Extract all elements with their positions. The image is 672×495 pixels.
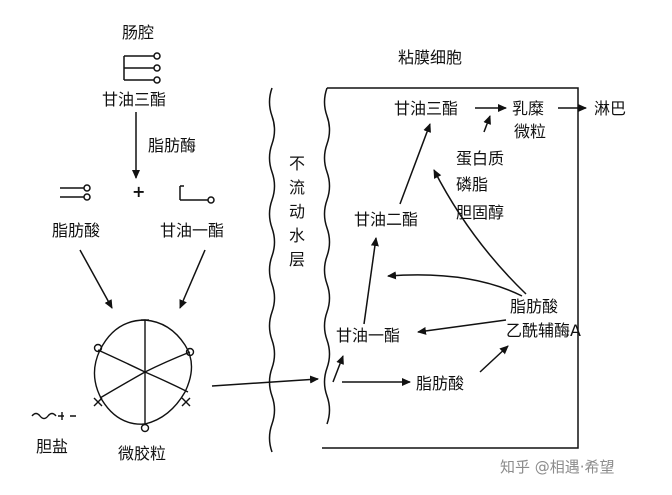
- label-triglyceride-cell: 甘油三酯: [394, 99, 459, 118]
- label-lipase: 脂肪酶: [148, 136, 197, 155]
- label-phospholipid: 磷脂: [456, 175, 489, 194]
- label-monoglyceride-cell: 甘油一酯: [336, 326, 401, 345]
- arrow-micelle-to-cell: [211, 375, 319, 387]
- label-diglyceride: 甘油二酯: [354, 210, 419, 229]
- label-intestinal-lumen: 肠腔: [122, 23, 155, 42]
- label-protein: 蛋白质: [456, 149, 505, 168]
- bile-salt-icon: [31, 412, 76, 420]
- label-cholesterol: 胆固醇: [456, 203, 505, 222]
- label-fatty-acid-entry: 脂肪酸: [416, 374, 465, 393]
- watermark: 知乎 @相遇·希望: [500, 458, 615, 476]
- label-monoglyceride-lumen: 甘油一酯: [160, 221, 225, 240]
- arrow-acylcoa-to-triglyceride: [433, 169, 527, 295]
- arrow-monoglyceride-to-micelle: [179, 249, 206, 309]
- arrow-fatty-acid-to-acylcoa: [479, 345, 509, 373]
- label-chylomicron-line2: 微粒: [514, 122, 547, 141]
- label-plus: +: [132, 182, 146, 201]
- label-triglyceride-lumen: 甘油三酯: [102, 90, 167, 109]
- monoglyceride-structure-icon: [179, 185, 215, 204]
- arrow-monoglyceride-to-diglyceride: [363, 237, 379, 325]
- label-chylomicron-line1: 乳糜: [512, 99, 545, 118]
- label-unstirred-water-layer: 不 流 动 水 层: [288, 154, 305, 269]
- fatty-acid-structure-icon: [60, 184, 91, 201]
- arrow-acylcoa-to-diglyceride: [387, 271, 523, 297]
- arrow-cell-entry-up: [332, 355, 344, 383]
- mucosal-cell-box: [322, 87, 579, 449]
- unstirred-layer-right-boundary: [323, 87, 331, 425]
- arrow-acylcoa-to-monoglyceride: [417, 319, 507, 335]
- unstirred-layer-left-boundary: [268, 87, 276, 453]
- label-fatty-acid-lumen: 脂肪酸: [52, 221, 101, 240]
- triglyceride-structure-icon: [123, 52, 161, 84]
- arrow-proteins-to-chylomicron: [483, 115, 491, 133]
- label-micelle: 微胶粒: [118, 444, 167, 463]
- label-fatty-acid-cell: 脂肪酸: [510, 297, 559, 316]
- label-acetyl-coa: 乙酰辅酶A: [506, 321, 581, 340]
- arrow-fatty-acid-to-micelle: [79, 249, 113, 309]
- arrow-diglyceride-to-triglyceride: [399, 123, 431, 205]
- label-bile-salt: 胆盐: [36, 437, 69, 456]
- label-lymph: 淋巴: [594, 99, 627, 118]
- label-mucosal-cell: 粘膜细胞: [398, 48, 463, 67]
- micelle-icon: [93, 319, 195, 433]
